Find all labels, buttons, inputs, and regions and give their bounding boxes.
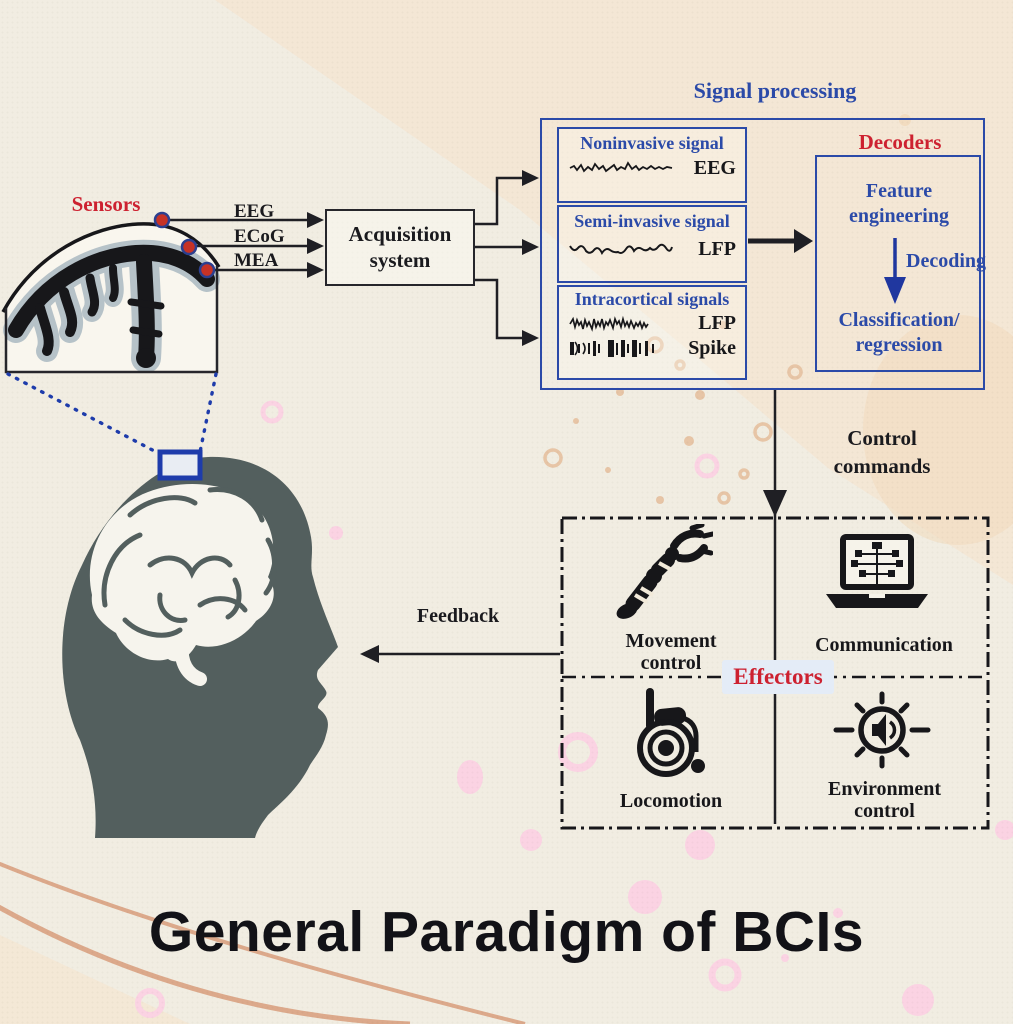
- intracortical-signal-box: Intracortical signals LFP Spike: [557, 285, 747, 380]
- noninvasive-signal-title: Noninvasive signal: [580, 133, 724, 153]
- signal-processing-box: [540, 118, 985, 390]
- eeg-trace-label: EEG: [693, 156, 736, 179]
- effectors-label: Effectors: [733, 664, 823, 689]
- robotic-arm-icon: [616, 524, 713, 619]
- feedback-label: Feedback: [416, 605, 500, 627]
- decoding-arrow: [884, 238, 906, 304]
- eeg-waveform: [569, 161, 673, 173]
- signals-to-decoders-arrow: [748, 229, 813, 253]
- intracortical-lfp-trace-label: LFP: [698, 312, 736, 335]
- semi-invasive-signal-box: Semi-invasive signal LFP: [557, 205, 747, 283]
- sensors-label: Sensors: [71, 192, 141, 216]
- laptop-circuit-icon: [826, 534, 928, 608]
- locomotion-label: Locomotion: [619, 790, 723, 812]
- effectors-chip: Effectors: [722, 660, 834, 694]
- zoom-in-dotted-lines: [6, 372, 218, 456]
- control-commands-label: Control commands: [833, 426, 931, 479]
- feature-engineering-step: Feature engineering: [849, 180, 949, 227]
- decoding-arrow-label: Decoding: [906, 250, 986, 272]
- control-commands-arrow: [763, 390, 787, 824]
- speaker-icon: [833, 691, 931, 769]
- acquisition-system-box: Acquisition system: [325, 209, 475, 286]
- noninvasive-signal-box: Noninvasive signal EEG: [557, 127, 747, 203]
- tan-dot-cluster: [543, 336, 803, 505]
- brain-cross-section-illustration: [1, 222, 221, 374]
- spike-train-waveform: [570, 340, 654, 358]
- decoders-box: Feature engineering Classification/ regr…: [815, 155, 981, 372]
- head-silhouette-illustration: [62, 456, 338, 838]
- implant-marker: [157, 449, 203, 481]
- acquisition-system-label: Acquisition system: [348, 221, 452, 272]
- communication-label: Communication: [815, 634, 953, 656]
- acquisition-output-wires: [475, 176, 524, 340]
- page-title: General Paradigm of BCIs: [148, 900, 865, 964]
- semi-invasive-signal-title: Semi-invasive signal: [574, 211, 730, 231]
- spike-trace-label: Spike: [688, 336, 736, 359]
- signal-processing-title: Signal processing: [693, 78, 857, 103]
- movement-control-label: Movement control: [625, 630, 717, 675]
- wheelchair-icon: [637, 688, 705, 777]
- semi-invasive-lfp-trace-label: LFP: [698, 237, 736, 260]
- environment-control-label: Environment control: [828, 778, 941, 823]
- classification-regression-step: Classification/ regression: [838, 309, 960, 356]
- intracortical-lfp-waveform: [569, 315, 649, 332]
- channel-label-ecog: ECoG: [234, 226, 285, 247]
- feedback-arrow: [360, 645, 560, 663]
- decoders-title: Decoders: [858, 130, 942, 154]
- lfp-waveform: [569, 244, 673, 256]
- electrode-dots: [153, 211, 216, 279]
- channel-label-mea: MEA: [234, 250, 279, 271]
- acquisition-input-arrowheads: [307, 212, 324, 278]
- intracortical-signal-title: Intracortical signals: [574, 289, 730, 309]
- channel-label-eeg: EEG: [234, 201, 275, 222]
- sensor-wires: [163, 218, 309, 272]
